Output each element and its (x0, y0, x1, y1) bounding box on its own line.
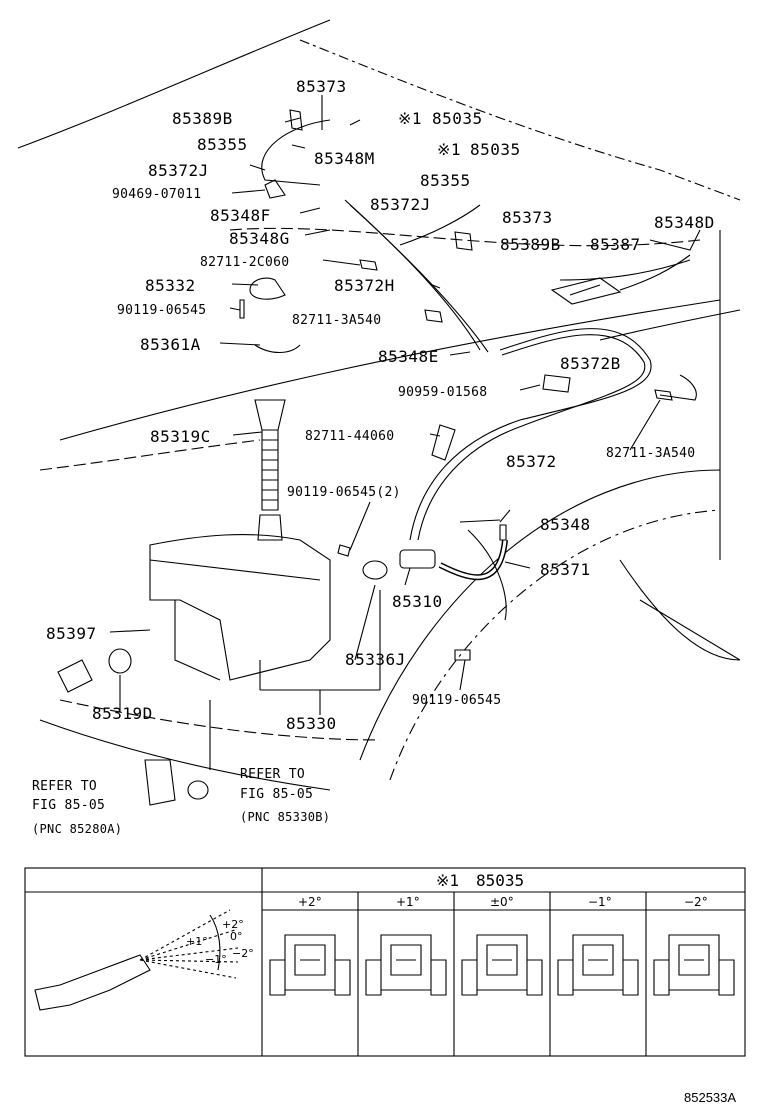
angle-label-plus1: +1° (186, 935, 208, 948)
label-85373-mid: 85373 (502, 208, 553, 227)
fender-line-2 (39, 439, 261, 471)
label-85372: 85372 (506, 452, 557, 471)
hood-edge-line (17, 19, 331, 149)
angle-label-minus2: −2° (232, 947, 254, 960)
angle-label-minus1: −1° (205, 953, 227, 966)
column-header-plus2: +2° (298, 895, 322, 909)
lower-body-line (59, 699, 381, 741)
label-85035-a: 85035 (432, 109, 483, 128)
fender-line-1 (59, 299, 721, 441)
washer-tank (149, 533, 331, 681)
figure-number: 852533A (684, 1090, 737, 1105)
hose-85372H-2 (349, 204, 489, 353)
label-85330: 85330 (286, 714, 337, 733)
fender-arch-2 (389, 509, 721, 781)
label-85348: 85348 (540, 515, 591, 534)
label-85397: 85397 (46, 624, 97, 643)
label-85348E: 85348E (378, 347, 439, 366)
label-90119-06545-c: 90119-06545 (412, 693, 502, 708)
ref-pump-left (144, 759, 176, 806)
ref-right-line1: REFER TO (240, 767, 306, 782)
pump-85310 (399, 549, 436, 569)
label-85372J-mid: 85372J (370, 195, 431, 214)
grommet-85319D (108, 648, 132, 674)
label-90469-07011: 90469-07011 (112, 187, 202, 202)
ref-left-line1: REFER TO (32, 779, 98, 794)
column-header-minus2: −2° (684, 895, 708, 909)
hose-85372-2 (417, 334, 646, 541)
label-85310: 85310 (392, 592, 443, 611)
label-82711-3A540-b: 82711-3A540 (606, 446, 696, 461)
hose-85372J-a (261, 119, 331, 186)
lower-body-line-2 (39, 719, 331, 791)
apron-line (599, 309, 741, 341)
label-85035-a-mark: ※1 (398, 109, 423, 128)
fender-bottom (619, 559, 741, 661)
label-82711-44060: 82711-44060 (305, 429, 395, 444)
hose-85371-inner (439, 539, 507, 579)
label-85332: 85332 (145, 276, 196, 295)
label-85348M: 85348M (314, 149, 375, 168)
motor-85397 (57, 659, 93, 693)
label-85372H: 85372H (334, 276, 395, 295)
grommet-85336J (362, 560, 388, 580)
ref-right-line2: FIG 85-05 (240, 787, 314, 802)
hood-edge-line-2 (299, 39, 741, 201)
table-title-mark: ※1 (436, 871, 460, 890)
label-85372B: 85372B (560, 354, 621, 373)
column-header-plus1: +1° (396, 895, 420, 909)
label-90119-06545-2: 90119-06545(2) (287, 485, 401, 500)
label-90959-01568: 90959-01568 (398, 385, 488, 400)
ref-left-line3: (PNC 85280A) (32, 822, 123, 836)
apron-line-2 (639, 599, 741, 661)
table-title-part: 85035 (476, 871, 525, 890)
column-header-zero: ±0° (490, 895, 514, 909)
label-85387: 85387 (590, 235, 641, 254)
label-85319D: 85319D (92, 704, 153, 723)
hose-85372J-b (399, 204, 481, 246)
label-85371: 85371 (540, 560, 591, 579)
hood-body-line (229, 227, 701, 247)
label-85389B-top: 85389B (172, 109, 233, 128)
label-85319C: 85319C (150, 427, 211, 446)
label-82711-3A540-a: 82711-3A540 (292, 313, 382, 328)
label-85373-top: 85373 (296, 77, 347, 96)
label-85336J: 85336J (345, 650, 406, 669)
label-85348G: 85348G (229, 229, 290, 248)
angle-label-zero: 0° (230, 930, 243, 943)
hose-85371 (438, 539, 508, 581)
hose-85372 (409, 328, 652, 541)
label-85372J-top: 85372J (148, 161, 209, 180)
aim-table-frame (24, 867, 746, 1057)
label-85035-b-mark: ※1 (437, 140, 462, 159)
ref-grommet-right (187, 780, 209, 800)
hose-85372B (559, 259, 691, 281)
label-85355-top: 85355 (197, 135, 248, 154)
label-85355-mid: 85355 (420, 171, 471, 190)
filler-cap-85319C (254, 399, 286, 431)
label-85348F: 85348F (210, 206, 271, 225)
angle-label-plus2: +2° (222, 918, 244, 931)
column-header-minus1: −1° (588, 895, 612, 909)
label-85035-b: 85035 (470, 140, 521, 159)
ref-right-line3: (PNC 85330B) (240, 810, 331, 824)
label-85361A: 85361A (140, 335, 201, 354)
nozzle-angle-sketch (34, 954, 151, 1011)
label-90119-06545-a: 90119-06545 (117, 303, 207, 318)
label-85389B-mid: 85389B (500, 235, 561, 254)
label-82711-2C060: 82711-2C060 (200, 255, 290, 270)
nozzle-85387 (550, 277, 622, 305)
connector-drawings (269, 934, 735, 996)
ref-left-line2: FIG 85-05 (32, 798, 106, 813)
label-85348D: 85348D (654, 213, 715, 232)
